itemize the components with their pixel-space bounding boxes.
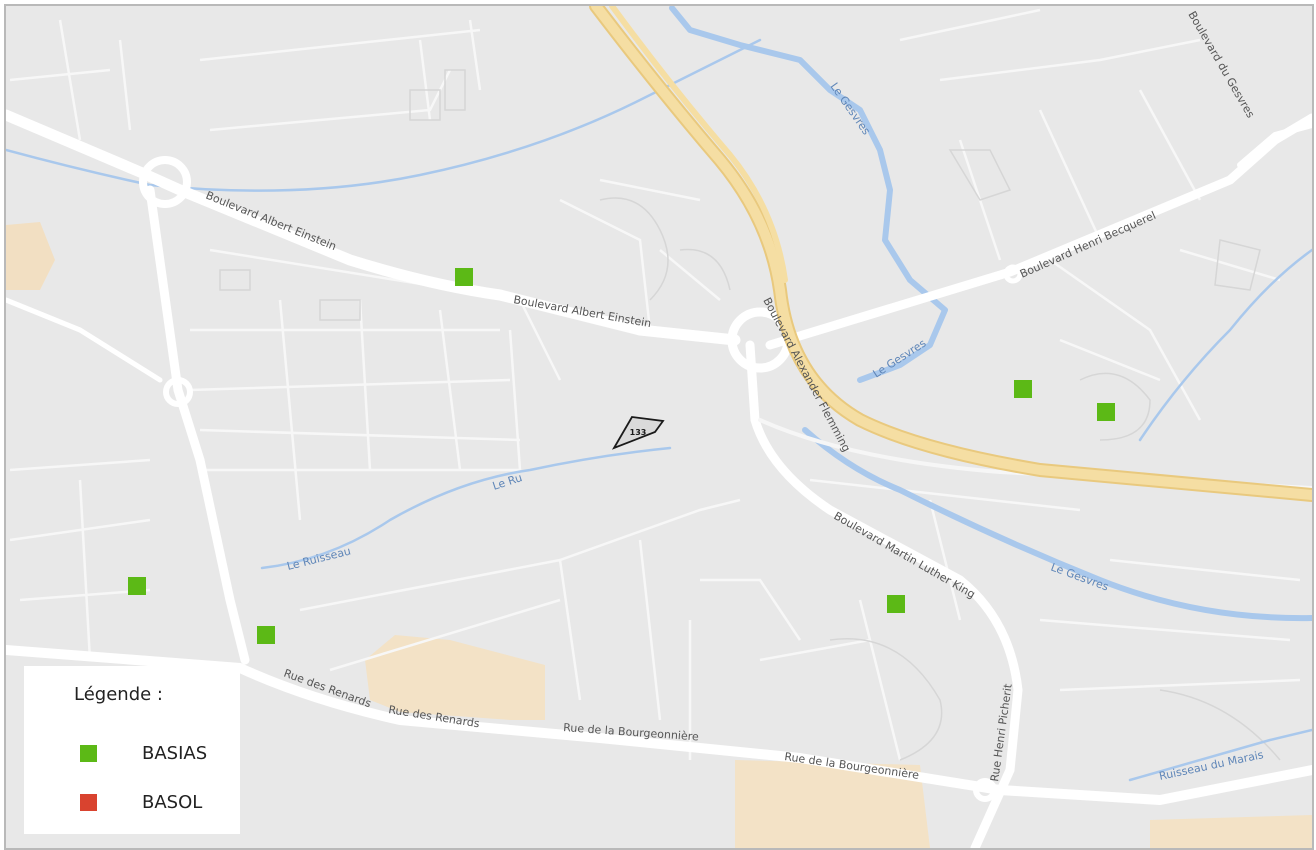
road-martin-luther-king: [745, 340, 1023, 848]
map-legend: Légende : BASIAS BASOL: [24, 666, 240, 834]
roundabout-east: [1003, 264, 1023, 284]
road-slip: [6, 297, 163, 383]
roundabout-southwest: [163, 377, 193, 407]
basias-markers: [128, 268, 1115, 644]
basias-marker[interactable]: [257, 626, 275, 644]
road-gesvres-blvd: [1237, 122, 1312, 168]
stream-east: [1138, 248, 1312, 442]
road-label-martin-luther-king: Boulevard Martin Luther King: [832, 509, 978, 601]
parcel-outline[interactable]: [611, 416, 665, 450]
legend-item-basol: BASOL: [80, 790, 202, 814]
basias-marker[interactable]: [1014, 380, 1032, 398]
road-label-henri-becquerel: Boulevard Henri Becquerel: [1018, 209, 1158, 281]
basias-marker[interactable]: [455, 268, 473, 286]
legend-item-basias: BASIAS: [80, 741, 207, 765]
legend-label-basol: BASOL: [142, 791, 203, 813]
river-gesvres-north: [669, 6, 948, 383]
main-roads: [6, 109, 1312, 848]
water-label-gesvres-north: Le Gesvres: [828, 80, 874, 137]
water-label-ruisseau: Le Ruisseau: [286, 544, 353, 572]
basias-marker[interactable]: [887, 595, 905, 613]
map-canvas[interactable]: Boulevard Albert Einstein Boulevard Albe…: [6, 6, 1312, 848]
legend-label-basias: BASIAS: [142, 742, 208, 764]
parcel-label: 133: [630, 428, 647, 437]
roundabout-south: [973, 778, 997, 802]
water-label-ru: Le Ru: [491, 471, 524, 493]
stream-ruisseau: [260, 446, 672, 570]
roundabout-west: [139, 156, 191, 208]
water-label-gesvres-middle: Le Gesvres: [871, 337, 929, 381]
road-albert-einstein: [6, 109, 741, 346]
stream-southeast: [1128, 728, 1312, 782]
landuse-area: [365, 635, 545, 720]
map-frame: Boulevard Albert Einstein Boulevard Albe…: [4, 4, 1314, 850]
landuse-area: [735, 760, 930, 848]
water-label-gesvres-east: Le Gesvres: [1049, 561, 1111, 594]
basias-marker[interactable]: [1097, 403, 1115, 421]
road-henri-becquerel: [765, 113, 1312, 350]
road-west-vertical: [145, 185, 250, 665]
motorway-alexander-flemming: [589, 6, 1312, 502]
road-flemming-service: [758, 418, 1312, 490]
landuse-area: [6, 222, 55, 290]
road-renards-bourgeonniere: [6, 645, 1312, 805]
basias-marker[interactable]: [128, 577, 146, 595]
legend-swatch-basol: [80, 793, 97, 811]
legend-swatch-basias: [80, 744, 97, 762]
legend-title: Légende :: [74, 684, 163, 705]
minor-streets: [9, 8, 1301, 761]
road-label-albert-einstein-1: Boulevard Albert Einstein: [204, 189, 338, 253]
building-outlines: [219, 69, 1281, 761]
landuse-area: [1150, 815, 1312, 848]
road-label-gesvres-blvd: Boulevard du Gesvres: [1185, 9, 1257, 120]
river-gesvres-east: [802, 427, 1312, 622]
